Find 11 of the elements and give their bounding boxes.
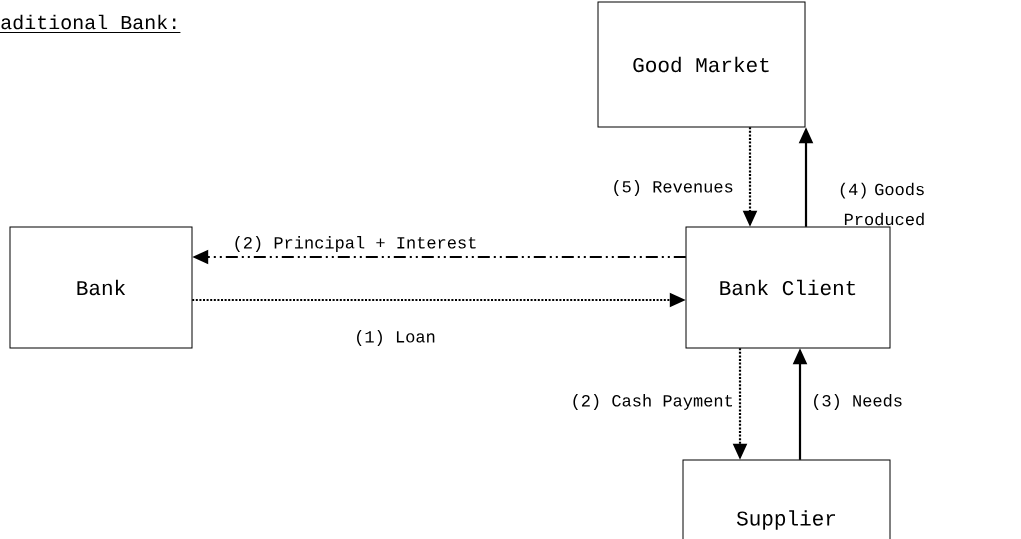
box: Supplier xyxy=(682,459,891,539)
edge-label: (1) Loan xyxy=(357,330,435,346)
edge-label: (2) Principal + Interest xyxy=(231,235,479,253)
edge-label: (2) Cash Payment xyxy=(573,394,732,410)
title: aditional Bank: xyxy=(1,14,176,30)
edge-label: (5) Revenues xyxy=(614,180,733,196)
box: Bank Client xyxy=(685,226,891,349)
box: Good Market xyxy=(597,1,806,128)
box: Bank xyxy=(9,226,193,349)
edge-label: (3) Needs xyxy=(814,394,902,410)
edge-label: (4) Goods Produced xyxy=(840,182,924,226)
